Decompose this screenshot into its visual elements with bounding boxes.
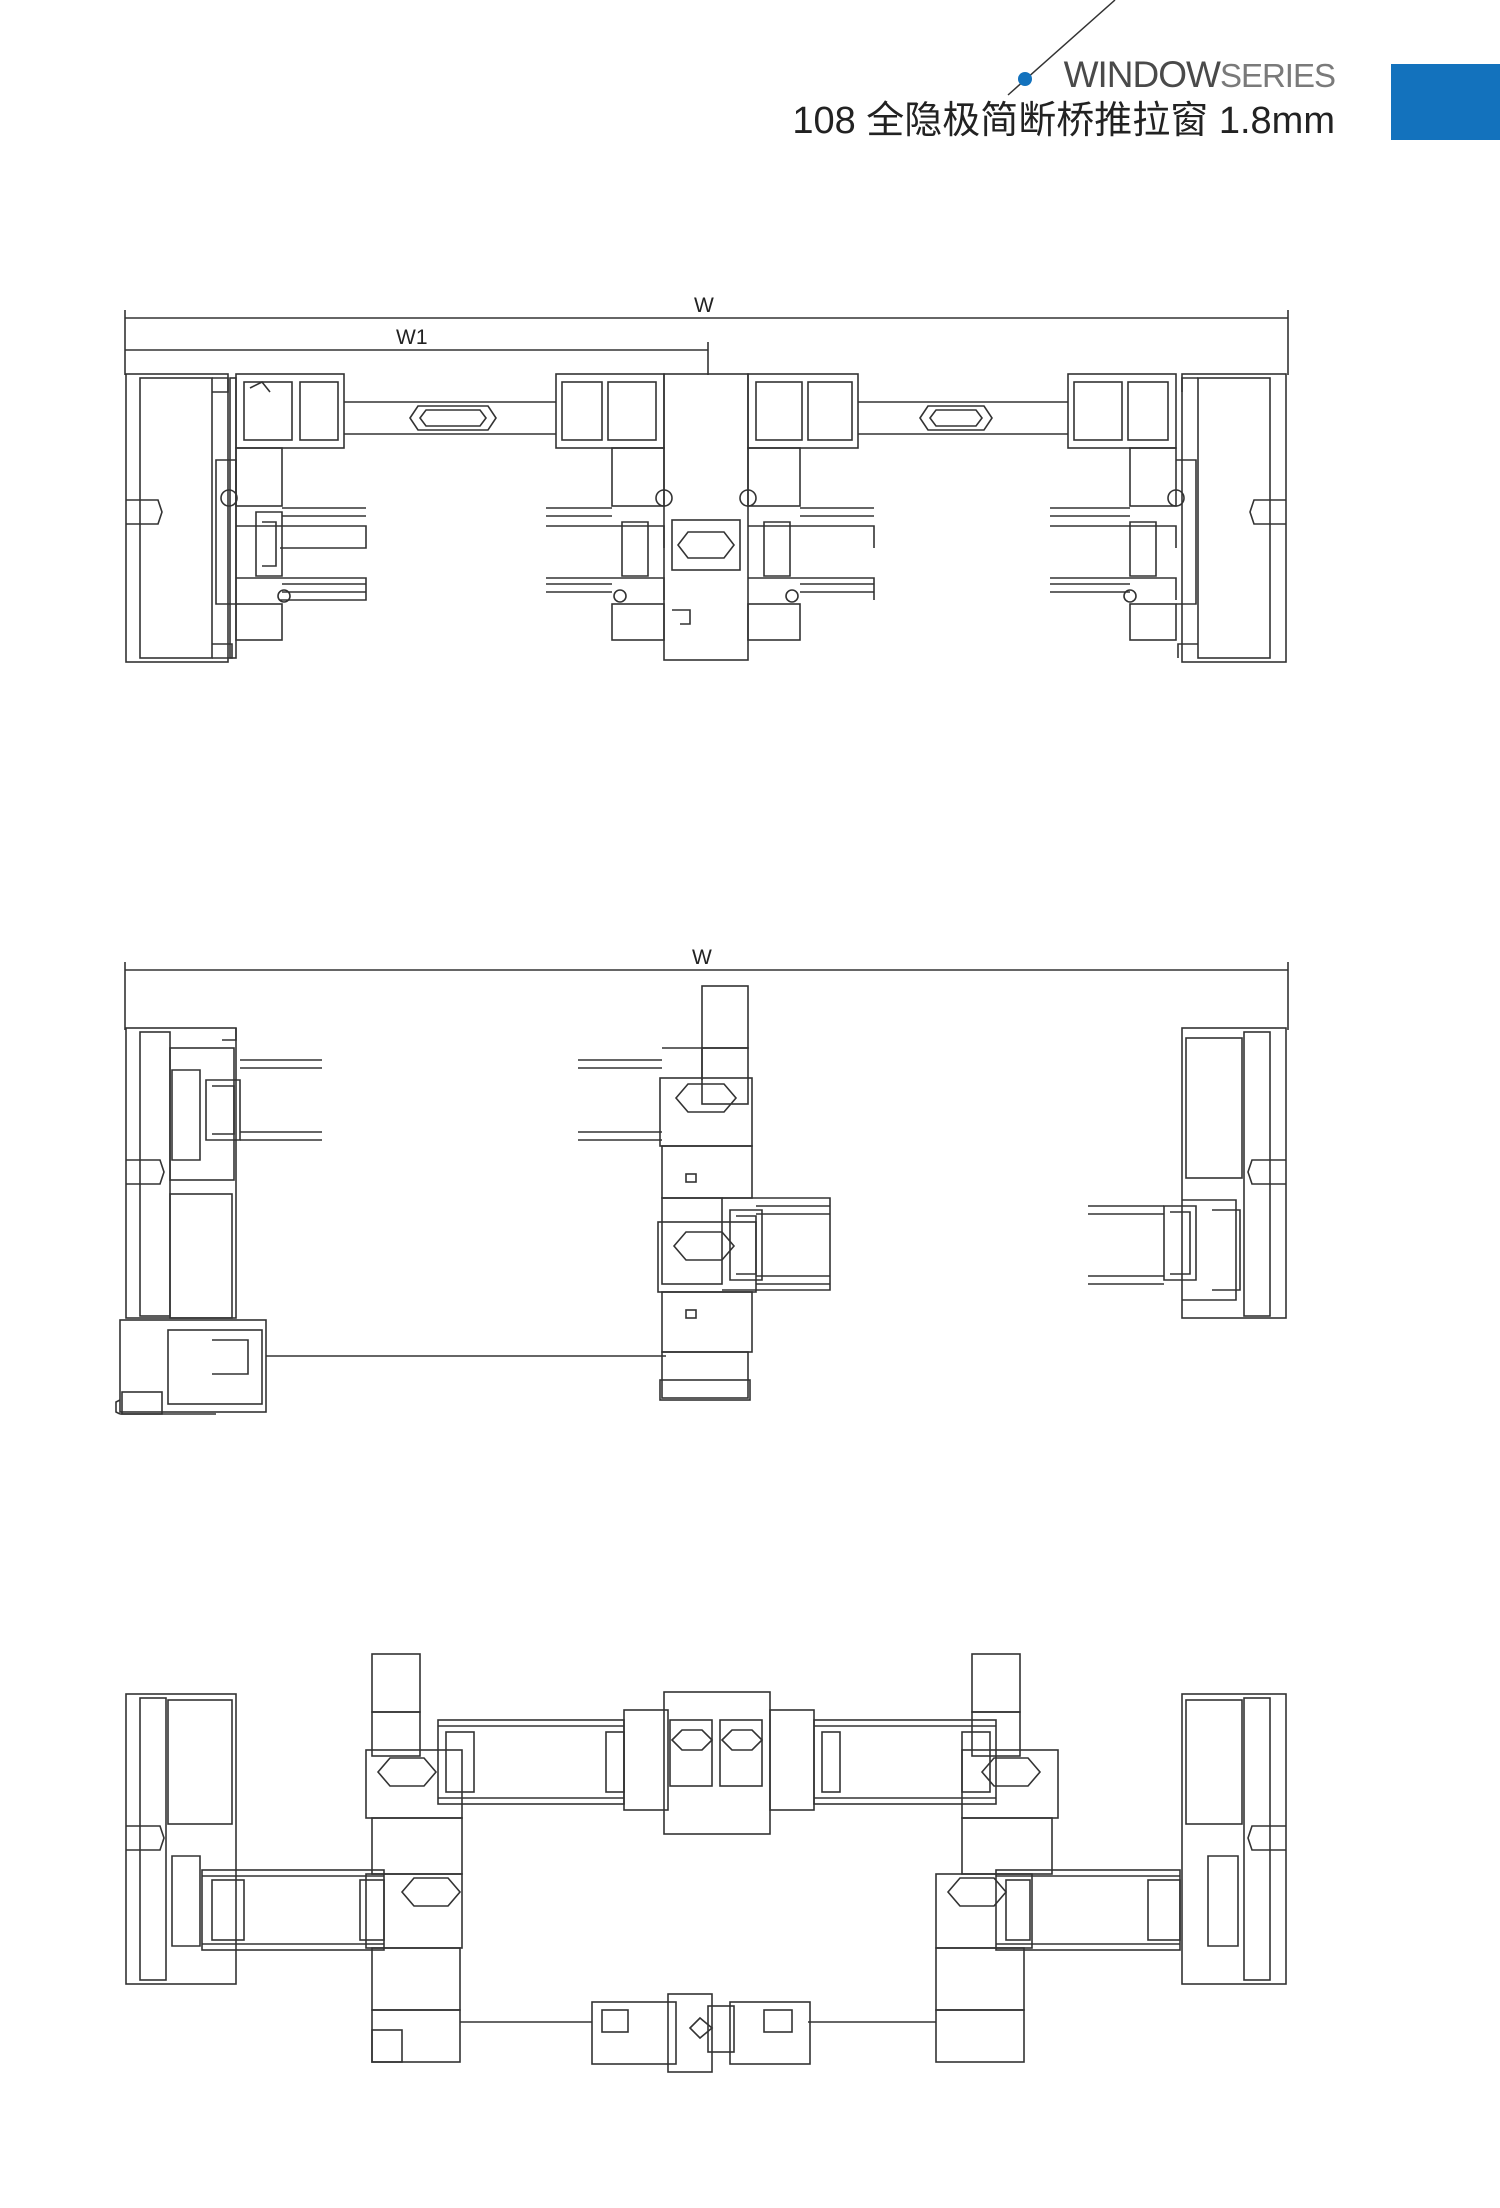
glazing-left-top (282, 507, 612, 593)
right-outer-frame (1177, 373, 1287, 663)
center-stack-middle (578, 985, 831, 1401)
left-outer-frame (125, 373, 237, 663)
series-bold-text: WINDOW (1063, 54, 1221, 95)
dimension-label-w-middle: W (692, 946, 712, 969)
dimension-label-w-top: W (694, 294, 714, 317)
center-mullion-top (663, 373, 749, 661)
section-drawing-bottom (125, 1653, 1287, 2073)
left-frame-bottom (125, 1693, 385, 1985)
left-frame-middle (125, 1027, 322, 1319)
middle-sash-right-top (739, 373, 875, 641)
bottom-left-track-middle (115, 1319, 666, 1415)
left-sash-top (215, 373, 367, 641)
header-slash-decoration (1007, 0, 1116, 96)
section-drawing-middle (115, 962, 1289, 1415)
dimension-w1-top (125, 342, 709, 375)
page-title: 108 全隐极简断桥推拉窗 1.8mm (792, 100, 1335, 142)
interlock-left-top (344, 401, 556, 435)
bottom-center-interlock (591, 1993, 811, 2073)
top-center-sash-bottom (437, 1691, 997, 1835)
header: WINDOWSERIES 108 全隐极简断桥推拉窗 1.8mm (792, 54, 1336, 144)
interlock-right-top (858, 401, 1068, 435)
dimension-w-top (124, 310, 1289, 375)
dimension-w-middle (124, 962, 1289, 1030)
right-frame-bottom (1181, 1693, 1287, 1985)
dimension-label-w1-top: W1 (396, 326, 428, 349)
right-frame-middle (1088, 1027, 1287, 1319)
middle-sash-left-top (546, 373, 673, 641)
series-light-text: SERIES (1219, 57, 1336, 94)
glazing-right-top (800, 507, 1130, 593)
right-sash-top (1050, 373, 1197, 641)
section-drawing-top (124, 310, 1289, 663)
series-heading: WINDOWSERIES (792, 54, 1336, 96)
left-tower-bottom (365, 1653, 592, 2063)
right-tower-bottom (808, 1653, 1059, 2063)
right-sash-bottom (995, 1869, 1181, 1951)
blue-corner-tab (1391, 64, 1500, 140)
